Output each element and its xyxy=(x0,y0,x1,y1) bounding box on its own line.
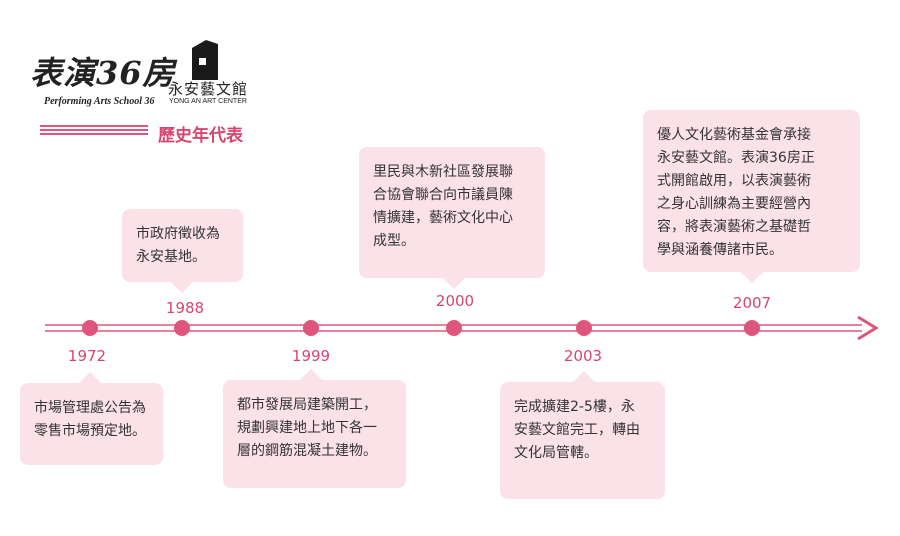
event-text: 優人文化藝術基金會承接 永安藝文館。表演36房正 式開館啟用，以表演藝術 之身心… xyxy=(657,127,815,258)
event-card-1972: 市場管理處公告為 零售市場預定地。 xyxy=(20,372,163,465)
logo: 表演36房 Performing Arts School 36 永安藝文館 YO… xyxy=(30,38,270,113)
event-card-1988: 市政府徵收為 永安基地。 xyxy=(122,209,243,293)
year-label-2007: 2007 xyxy=(732,294,772,312)
timeline-dot-1999 xyxy=(303,320,319,336)
timeline-dot-2007 xyxy=(744,320,760,336)
event-text: 市場管理處公告為 零售市場預定地。 xyxy=(34,400,146,439)
event-text: 里民與木新社區發展聯 合協會聯合向市議員陳 情擴建，藝術文化中心 成型。 xyxy=(373,164,513,249)
event-card-1999: 都市發展局建築開工， 規劃興建地上地下各一 層的鋼筋混凝土建物。 xyxy=(223,369,406,488)
timeline-dot-2003 xyxy=(576,320,592,336)
logo-venue-en: YONG AN ART CENTER xyxy=(169,98,247,105)
year-label-2003: 2003 xyxy=(563,347,603,365)
title-decoration xyxy=(40,125,148,137)
year-label-2000: 2000 xyxy=(435,292,475,310)
building-icon xyxy=(192,40,218,80)
timeline-dot-1972 xyxy=(82,320,98,336)
logo-script-text: 表演36房 xyxy=(30,54,176,92)
arrow-right-icon xyxy=(857,315,879,341)
timeline-dot-1988 xyxy=(174,320,190,336)
year-label-1988: 1988 xyxy=(165,299,205,317)
event-text: 完成擴建2-5樓，永 安藝文館完工，轉由 文化局管轄。 xyxy=(514,399,640,461)
event-text: 市政府徵收為 永安基地。 xyxy=(136,226,220,265)
event-text: 都市發展局建築開工， 規劃興建地上地下各一 層的鋼筋混凝土建物。 xyxy=(237,397,377,459)
page-title: 歷史年代表 xyxy=(158,126,243,146)
event-card-2000: 里民與木新社區發展聯 合協會聯合向市議員陳 情擴建，藝術文化中心 成型。 xyxy=(359,147,545,289)
logo-venue-cn: 永安藝文館 xyxy=(168,80,249,98)
year-label-1972: 1972 xyxy=(67,347,107,365)
event-card-2003: 完成擴建2-5樓，永 安藝文館完工，轉由 文化局管轄。 xyxy=(500,371,665,499)
timeline-dot-2000 xyxy=(446,320,462,336)
event-card-2007: 優人文化藝術基金會承接 永安藝文館。表演36房正 式開館啟用，以表演藝術 之身心… xyxy=(643,110,860,283)
year-label-1999: 1999 xyxy=(291,347,331,365)
logo-subtitle: Performing Arts School 36 xyxy=(44,96,155,107)
